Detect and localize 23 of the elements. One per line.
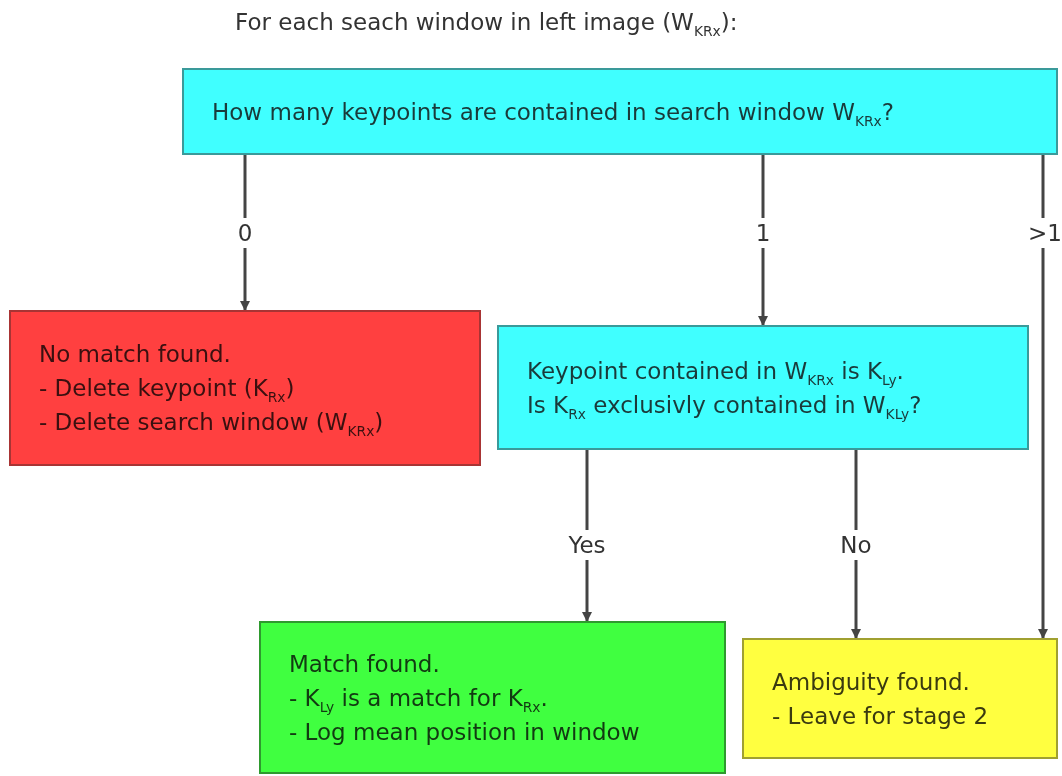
diagram-title: For each seach window in left image (W$_{KRx}$): (235, 8, 738, 39)
edge-label: 1 (755, 218, 771, 248)
box-heading: No match found. (39, 340, 231, 369)
box-text: - Delete keypoint (K$_{Rx}$) (39, 374, 295, 405)
edge-label: 0 (237, 218, 253, 248)
result-box (9, 310, 481, 466)
box-text: - Log mean position in window (289, 717, 640, 747)
result-box (259, 621, 726, 774)
box-heading: Ambiguity found. (772, 667, 970, 697)
box-text: Is K$_{Rx}$ exclusivly contained in W$_{KLy}$? (527, 390, 922, 422)
arrow (1038, 155, 1048, 639)
box-text: - K$_{Ly}$ is a match for K$_{Rx}$. (289, 683, 548, 715)
box-heading: How many keypoints are contained in search window W$_{KRx}$? (212, 97, 894, 129)
result-box (742, 638, 1058, 759)
question-box (497, 325, 1029, 450)
edge-label: >1 (1028, 218, 1062, 248)
edge-label: Yes (568, 530, 606, 560)
box-heading: Keypoint contained in W$_{KRx}$ is K$_{Ly}$. (527, 356, 904, 388)
box-text: - Leave for stage 2 (772, 701, 989, 731)
box-text: - Delete search window (W$_{KRx}$) (39, 408, 384, 439)
box-heading: Match found. (289, 649, 440, 679)
edge-label: No (840, 530, 872, 560)
question-box (182, 68, 1058, 155)
